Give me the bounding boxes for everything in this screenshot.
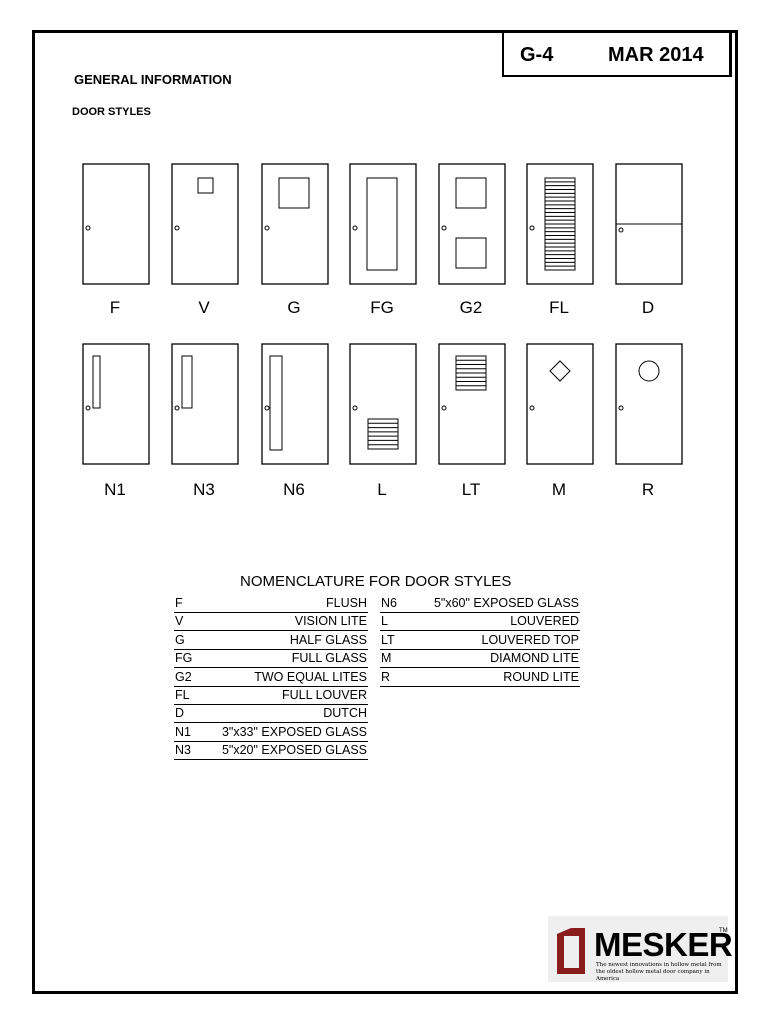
flush-door-icon: [82, 163, 150, 285]
door-style-m: [526, 343, 594, 465]
round-lite-door-icon: [615, 343, 683, 465]
nomenclature-row-n6: N6 5"x60" EXPOSED GLASS: [380, 595, 580, 613]
door-style-g2: [438, 163, 506, 285]
door-label-fg: FG: [370, 298, 394, 317]
door-label-lt: LT: [461, 480, 481, 499]
nomenclature-row-m: M DIAMOND LITE: [380, 650, 580, 669]
nomenclature-description: ROUND LITE: [503, 669, 579, 684]
nomenclature-description: DUTCH: [323, 706, 367, 721]
nomenclature-row-n1: N1 3"x33" EXPOSED GLASS: [174, 724, 368, 742]
door-label-n1: N1: [104, 480, 126, 499]
vision-lite-door-icon: [171, 163, 239, 285]
louvered-top-door-icon: [438, 343, 506, 465]
nomenclature-code: FG: [175, 651, 193, 666]
door-style-n6: [261, 343, 329, 465]
nomenclature-code: N1: [175, 724, 191, 739]
nomenclature-row-lt: LT LOUVERED TOP: [380, 632, 580, 650]
nomenclature-code: G2: [175, 669, 192, 684]
logo-name: MESKER: [594, 926, 733, 963]
door-style-r: [615, 343, 683, 465]
nomenclature-row-d: D DUTCH: [174, 705, 368, 724]
nomenclature-code: L: [381, 614, 388, 629]
door-style-fl: [526, 163, 594, 285]
narrow-lite-n1-door-icon: [82, 343, 150, 465]
nomenclature-code: FL: [175, 688, 190, 702]
door-style-l: [349, 343, 417, 465]
nomenclature-description: TWO EQUAL LITES: [254, 669, 367, 684]
half-glass-door-icon: [261, 163, 329, 285]
door-label-n6: N6: [283, 480, 305, 499]
nomenclature-code: G: [175, 632, 185, 647]
full-glass-door-icon: [349, 163, 417, 285]
door-style-n1: [82, 343, 150, 465]
nomenclature-description: 5"x20" EXPOSED GLASS: [221, 743, 367, 758]
nomenclature-row-g2: G2 TWO EQUAL LITES: [174, 669, 368, 687]
nomenclature-code: N3: [175, 743, 191, 758]
nomenclature-description: LOUVERED TOP: [481, 632, 580, 647]
nomenclature-row-v: V VISION LITE: [174, 613, 368, 632]
sheet-header-box: G-4 MAR 2014: [502, 30, 732, 77]
nomenclature-description: LOUVERED: [510, 614, 579, 629]
full-louver-door-icon: [526, 163, 594, 285]
door-style-lt: [438, 343, 506, 465]
nomenclature-title: NOMENCLATURE FOR DOOR STYLES: [240, 573, 512, 590]
nomenclature-code: D: [175, 706, 185, 721]
nomenclature-description: VISION LITE: [294, 614, 367, 629]
nomenclature-description: 3"x33" EXPOSED GLASS: [221, 724, 367, 739]
narrow-lite-n3-door-icon: [171, 343, 239, 465]
nomenclature-code: R: [381, 669, 391, 684]
door-label-d: D: [641, 298, 655, 317]
nomenclature-description: FULL GLASS: [291, 651, 367, 666]
door-label-fl: FL: [549, 298, 569, 317]
nomenclature-row-f: F FLUSH: [174, 595, 368, 613]
nomenclature-description: FLUSH: [326, 596, 367, 610]
nomenclature-code: F: [175, 596, 183, 610]
dutch-door-icon: [615, 163, 683, 285]
louvered-door-icon: [349, 343, 417, 465]
nomenclature-description: DIAMOND LITE: [490, 651, 579, 666]
sheet-code: G-4: [520, 44, 554, 66]
mesker-logo: MESKER TM The newest innovations in holl…: [548, 916, 733, 982]
door-label-v: V: [198, 298, 210, 317]
nomenclature-row-fg: FG FULL GLASS: [174, 650, 368, 669]
diamond-lite-door-icon: [526, 343, 594, 465]
door-label-n3: N3: [193, 480, 215, 499]
nomenclature-description: FULL LOUVER: [282, 688, 367, 702]
door-style-v: [171, 163, 239, 285]
door-label-f: F: [109, 298, 121, 317]
door-label-m: M: [551, 480, 567, 499]
nomenclature-row-g: G HALF GLASS: [174, 632, 368, 650]
section-title: GENERAL INFORMATION: [74, 72, 232, 87]
door-label-g2: G2: [459, 298, 483, 317]
nomenclature-code: N6: [381, 596, 397, 610]
door-label-l: L: [377, 480, 387, 499]
nomenclature-row-l: L LOUVERED: [380, 613, 580, 632]
logo-tm: TM: [719, 928, 728, 934]
nomenclature-description: 5"x60" EXPOSED GLASS: [433, 596, 579, 610]
nomenclature-row-fl: FL FULL LOUVER: [174, 687, 368, 705]
logo-door-mark-icon: [557, 928, 585, 974]
door-label-g: G: [287, 298, 301, 317]
sheet-date: MAR 2014: [608, 44, 704, 66]
door-style-g: [261, 163, 329, 285]
nomenclature-code: M: [381, 651, 392, 666]
subsection-title: DOOR STYLES: [72, 106, 151, 118]
page-border: [32, 30, 738, 994]
two-equal-lites-door-icon: [438, 163, 506, 285]
nomenclature-code: LT: [381, 632, 395, 647]
nomenclature-code: V: [175, 614, 184, 629]
narrow-lite-n6-door-icon: [261, 343, 329, 465]
nomenclature-row-r: R ROUND LITE: [380, 669, 580, 687]
door-style-n3: [171, 343, 239, 465]
door-label-r: R: [641, 480, 655, 499]
logo-tagline: The newest innovations in hollow metal f…: [596, 962, 722, 982]
door-style-fg: [349, 163, 417, 285]
door-style-f: [82, 163, 150, 285]
nomenclature-description: HALF GLASS: [289, 632, 367, 647]
door-style-d: [615, 163, 683, 285]
nomenclature-row-n3: N3 5"x20" EXPOSED GLASS: [174, 742, 368, 761]
